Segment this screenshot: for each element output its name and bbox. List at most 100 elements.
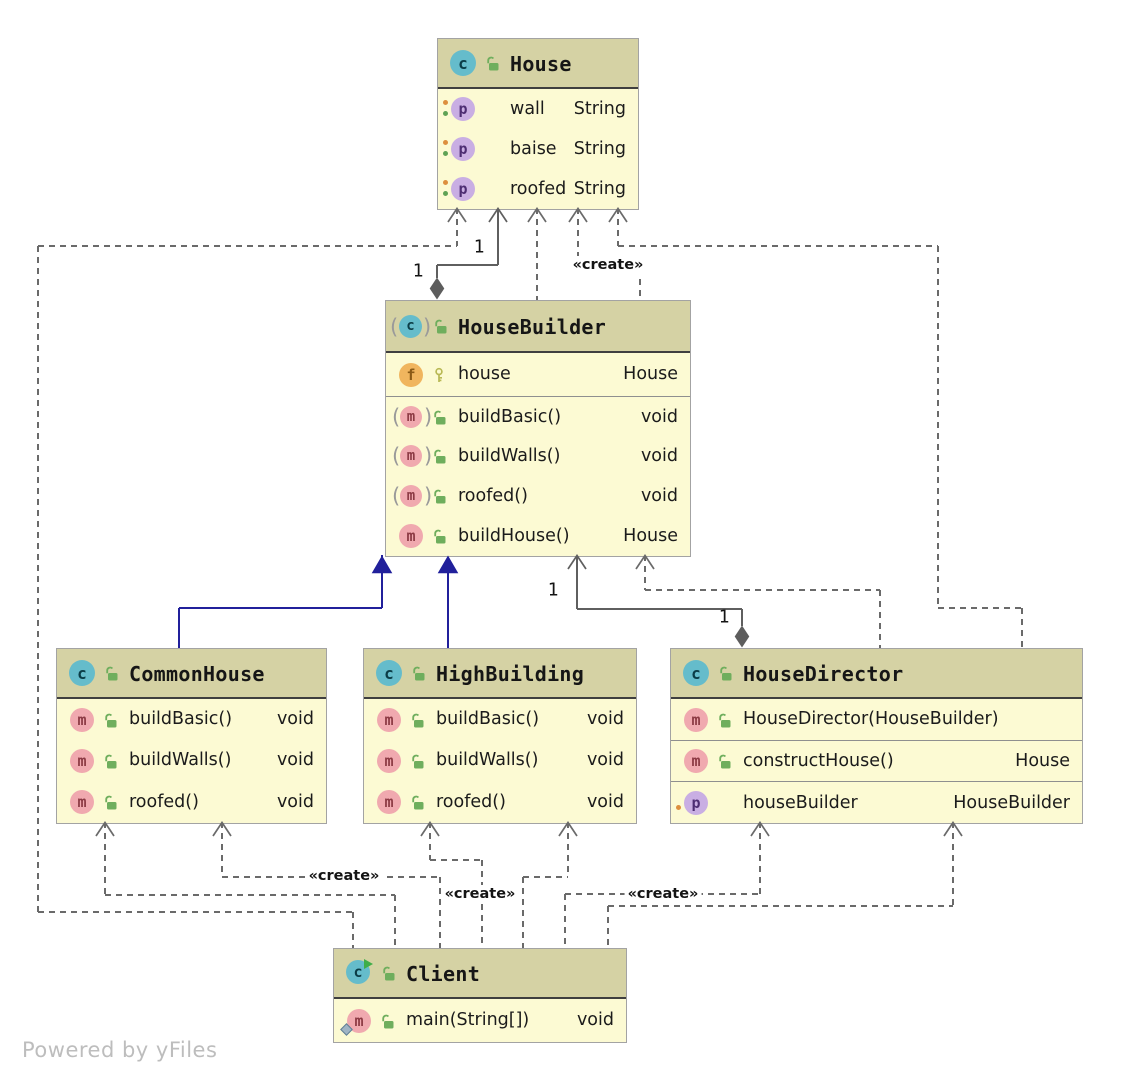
client-creates-housedirector-segment[interactable]	[759, 822, 761, 894]
housedirector-aggregates-housebuilder-segment[interactable]	[576, 555, 578, 609]
modifier-dot-icon	[443, 151, 448, 156]
housedirector-uses-housebuilder-segment[interactable]	[879, 590, 881, 648]
lock-icon	[410, 665, 426, 681]
client-creates-commonhouse-segment[interactable]	[221, 822, 223, 877]
yfiles-watermark: Powered by yFiles	[22, 1038, 218, 1062]
commonhouse-extends-housebuilder-segment[interactable]	[381, 555, 383, 608]
member-row-buildwalls[interactable]: (m)buildWalls()void	[386, 436, 690, 476]
class-icon: c	[69, 660, 95, 686]
member-type: String	[573, 139, 626, 159]
edge-label-create: «create»	[441, 885, 519, 903]
member-row-buildbasic[interactable]: (m)buildBasic()void	[386, 396, 690, 436]
housebuilder-aggregates-house-segment[interactable]	[437, 264, 498, 266]
housebuilder-creates-house-segment[interactable]	[577, 208, 579, 268]
arrowhead-open-icon	[567, 206, 589, 223]
method-icon: m	[399, 524, 423, 548]
abstract-method-icon: m	[400, 445, 422, 467]
housedirector-uses-housebuilder-segment[interactable]	[645, 589, 880, 591]
client-creates-house-segment[interactable]	[38, 245, 457, 247]
modifier-dot-icon	[443, 111, 448, 116]
housebuilder-aggregates-house-segment[interactable]	[436, 265, 438, 278]
member-name: HouseDirector(HouseBuilder)	[743, 709, 999, 729]
commonhouse-extends-housebuilder-segment[interactable]	[178, 608, 180, 648]
lock-icon	[409, 712, 425, 728]
client-creates-highbuilding-segment[interactable]	[481, 860, 483, 948]
client-creates-house-segment[interactable]	[352, 912, 354, 948]
lock-icon	[379, 1013, 395, 1029]
client-uses-highbuilding-segment[interactable]	[567, 822, 569, 877]
client-uses-highbuilding-segment[interactable]	[522, 877, 524, 948]
client-uses-commonhouse-segment[interactable]	[105, 894, 395, 896]
edge-label-create: «create»	[305, 867, 383, 885]
member-name: constructHouse()	[743, 751, 894, 771]
housebuilder-aggregates-house-segment[interactable]	[497, 208, 499, 265]
lock-icon	[716, 712, 732, 728]
housedirector-uses-house-segment[interactable]	[617, 208, 619, 246]
field-icon: f	[399, 362, 423, 387]
client-creates-highbuilding-segment[interactable]	[430, 859, 482, 861]
method-icon: m	[377, 748, 401, 773]
class-title: House	[510, 52, 572, 76]
housedirector-aggregates-housebuilder-segment[interactable]	[577, 608, 742, 610]
housedirector-uses-house-segment[interactable]	[937, 246, 939, 608]
housedirector-uses-housebuilder-segment[interactable]	[644, 555, 646, 590]
highbuilding-extends-housebuilder-segment[interactable]	[447, 555, 449, 648]
client-uses-commonhouse-segment[interactable]	[104, 822, 106, 895]
client-creates-house-segment[interactable]	[456, 208, 458, 246]
member-type: void	[276, 750, 314, 770]
client-creates-housedirector-segment[interactable]	[564, 894, 566, 948]
client-uses-commonhouse-segment[interactable]	[394, 895, 396, 948]
member-name: buildWalls()	[129, 750, 232, 770]
commonhouse-extends-housebuilder-segment[interactable]	[179, 607, 382, 609]
run-overlay-icon	[364, 959, 373, 969]
housedirector-uses-house-segment[interactable]	[618, 245, 938, 247]
arrowhead-triangle-icon	[437, 555, 459, 574]
client-uses-housedirector-segment[interactable]	[952, 822, 954, 906]
member-name: wall	[510, 99, 545, 119]
client-uses-highbuilding-segment[interactable]	[523, 876, 568, 878]
client-creates-house-segment[interactable]	[38, 911, 353, 913]
edge-label-create: «create»	[569, 256, 647, 274]
client-uses-housedirector-segment[interactable]	[608, 905, 953, 907]
arrowhead-open-icon	[942, 820, 964, 837]
housedirector-uses-house-segment[interactable]	[1021, 608, 1023, 648]
housebuilder-creates-house-segment[interactable]	[639, 268, 641, 300]
housedirector-aggregates-housebuilder-segment[interactable]	[741, 609, 743, 626]
housebuilder-uses-house-segment[interactable]	[536, 208, 538, 300]
client-creates-house-segment[interactable]	[37, 246, 39, 912]
member-row-roofed[interactable]: (m)roofed()void	[386, 476, 690, 516]
modifier-dot-icon	[443, 100, 448, 105]
class-title: CommonHouse	[129, 662, 265, 686]
client-creates-commonhouse-segment[interactable]	[439, 877, 441, 948]
housedirector-uses-house-segment[interactable]	[938, 607, 1022, 609]
client-creates-highbuilding-segment[interactable]	[429, 822, 431, 860]
member-type: void	[276, 709, 314, 729]
method-icon: m	[70, 707, 94, 732]
lock-icon	[716, 753, 732, 769]
client-uses-housedirector-segment[interactable]	[607, 906, 609, 948]
modifier-dot-icon	[676, 804, 681, 810]
